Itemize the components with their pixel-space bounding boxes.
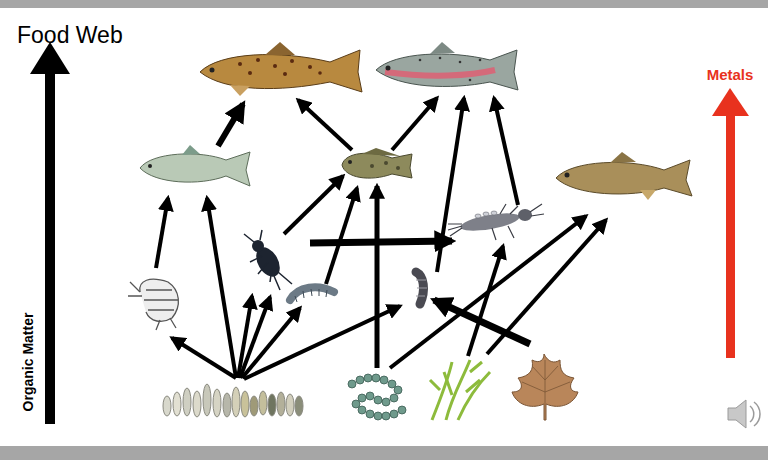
- axis-label: Organic Matter: [20, 313, 36, 412]
- diagram-title: Food Web: [17, 22, 123, 49]
- axis-label: Metals: [707, 66, 754, 83]
